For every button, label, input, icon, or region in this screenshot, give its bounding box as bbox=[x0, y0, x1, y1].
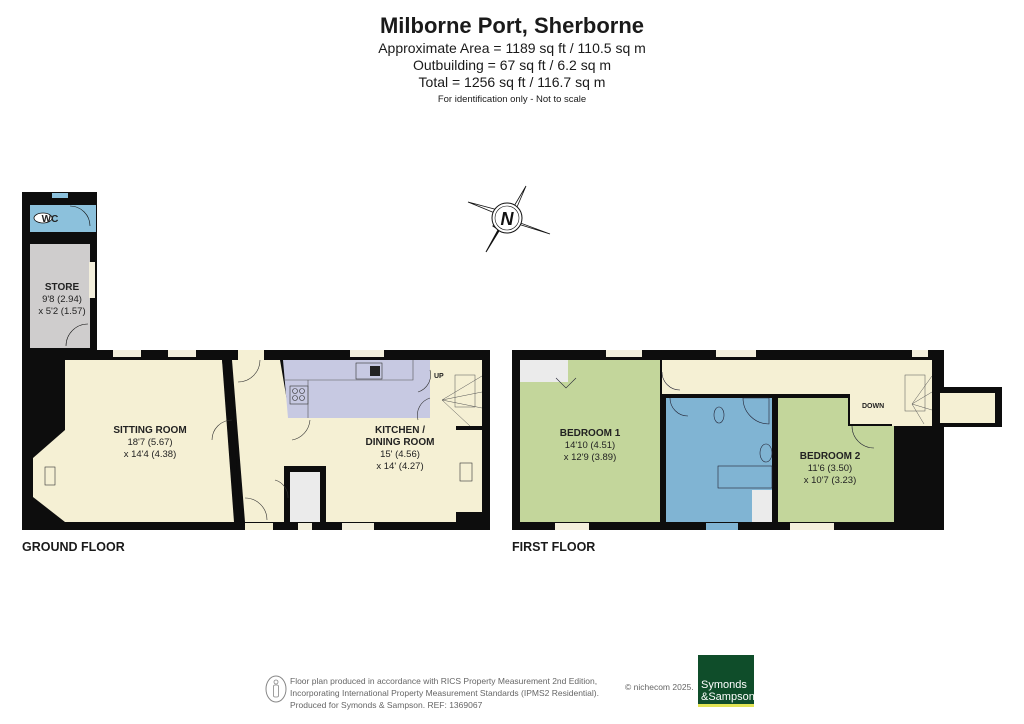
room-label-bedroom-2: BEDROOM 2 11'6 (3.50) x 10'7 (3.23) bbox=[799, 451, 861, 486]
total-area: Total = 1256 sq ft / 116.7 sq m bbox=[418, 74, 606, 90]
agent-logo: Symonds &Sampson bbox=[698, 655, 755, 707]
approximate-area: Approximate Area = 1189 sq ft / 110.5 sq… bbox=[378, 40, 646, 56]
sitting-room bbox=[33, 360, 238, 522]
first-floor-plan: DOWN bbox=[512, 350, 1002, 530]
landing bbox=[662, 360, 892, 394]
first-floor-label: FIRST FLOOR bbox=[512, 540, 596, 554]
outbuilding-area: Outbuilding = 67 sq ft / 6.2 sq m bbox=[412, 57, 612, 73]
stairs-down bbox=[892, 360, 932, 426]
copyright: © nichecom 2025. bbox=[625, 682, 694, 692]
room-label-store: STORE 9'8 (2.94) x 5'2 (1.57) bbox=[38, 282, 86, 317]
svg-text:DOWN: DOWN bbox=[862, 403, 884, 410]
plan-header: Milborne Port, Sherborne Approximate Are… bbox=[0, 12, 1024, 107]
compass-north-icon: N bbox=[467, 185, 551, 253]
stairs-up bbox=[430, 360, 482, 426]
room-label-kitchen-dining: KITCHEN / DINING ROOM 15' (4.56) x 14' (… bbox=[365, 425, 435, 472]
ground-floor-plan: UP bbox=[22, 192, 490, 530]
svg-text:N: N bbox=[501, 209, 515, 229]
disclaimer: For identification only - Not to scale bbox=[437, 94, 587, 105]
person-scale-icon bbox=[265, 675, 287, 703]
bedroom-1 bbox=[520, 360, 660, 522]
room-label-bedroom-1: BEDROOM 1 14'10 (4.51) x 12'9 (3.89) bbox=[559, 428, 621, 463]
svg-text:UP: UP bbox=[434, 373, 444, 380]
room-label-wc: WC bbox=[41, 214, 59, 225]
store-room bbox=[30, 244, 90, 348]
hallway bbox=[232, 360, 292, 522]
footer-note: Floor plan produced in accordance with R… bbox=[290, 676, 599, 710]
bedroom-2 bbox=[778, 398, 848, 522]
kitchen-area bbox=[283, 360, 430, 418]
room-label-sitting-room: SITTING ROOM 18'7 (5.67) x 14'4 (4.38) bbox=[113, 425, 187, 460]
property-title: Milborne Port, Sherborne bbox=[379, 13, 645, 38]
ground-floor-label: GROUND FLOOR bbox=[22, 540, 125, 554]
